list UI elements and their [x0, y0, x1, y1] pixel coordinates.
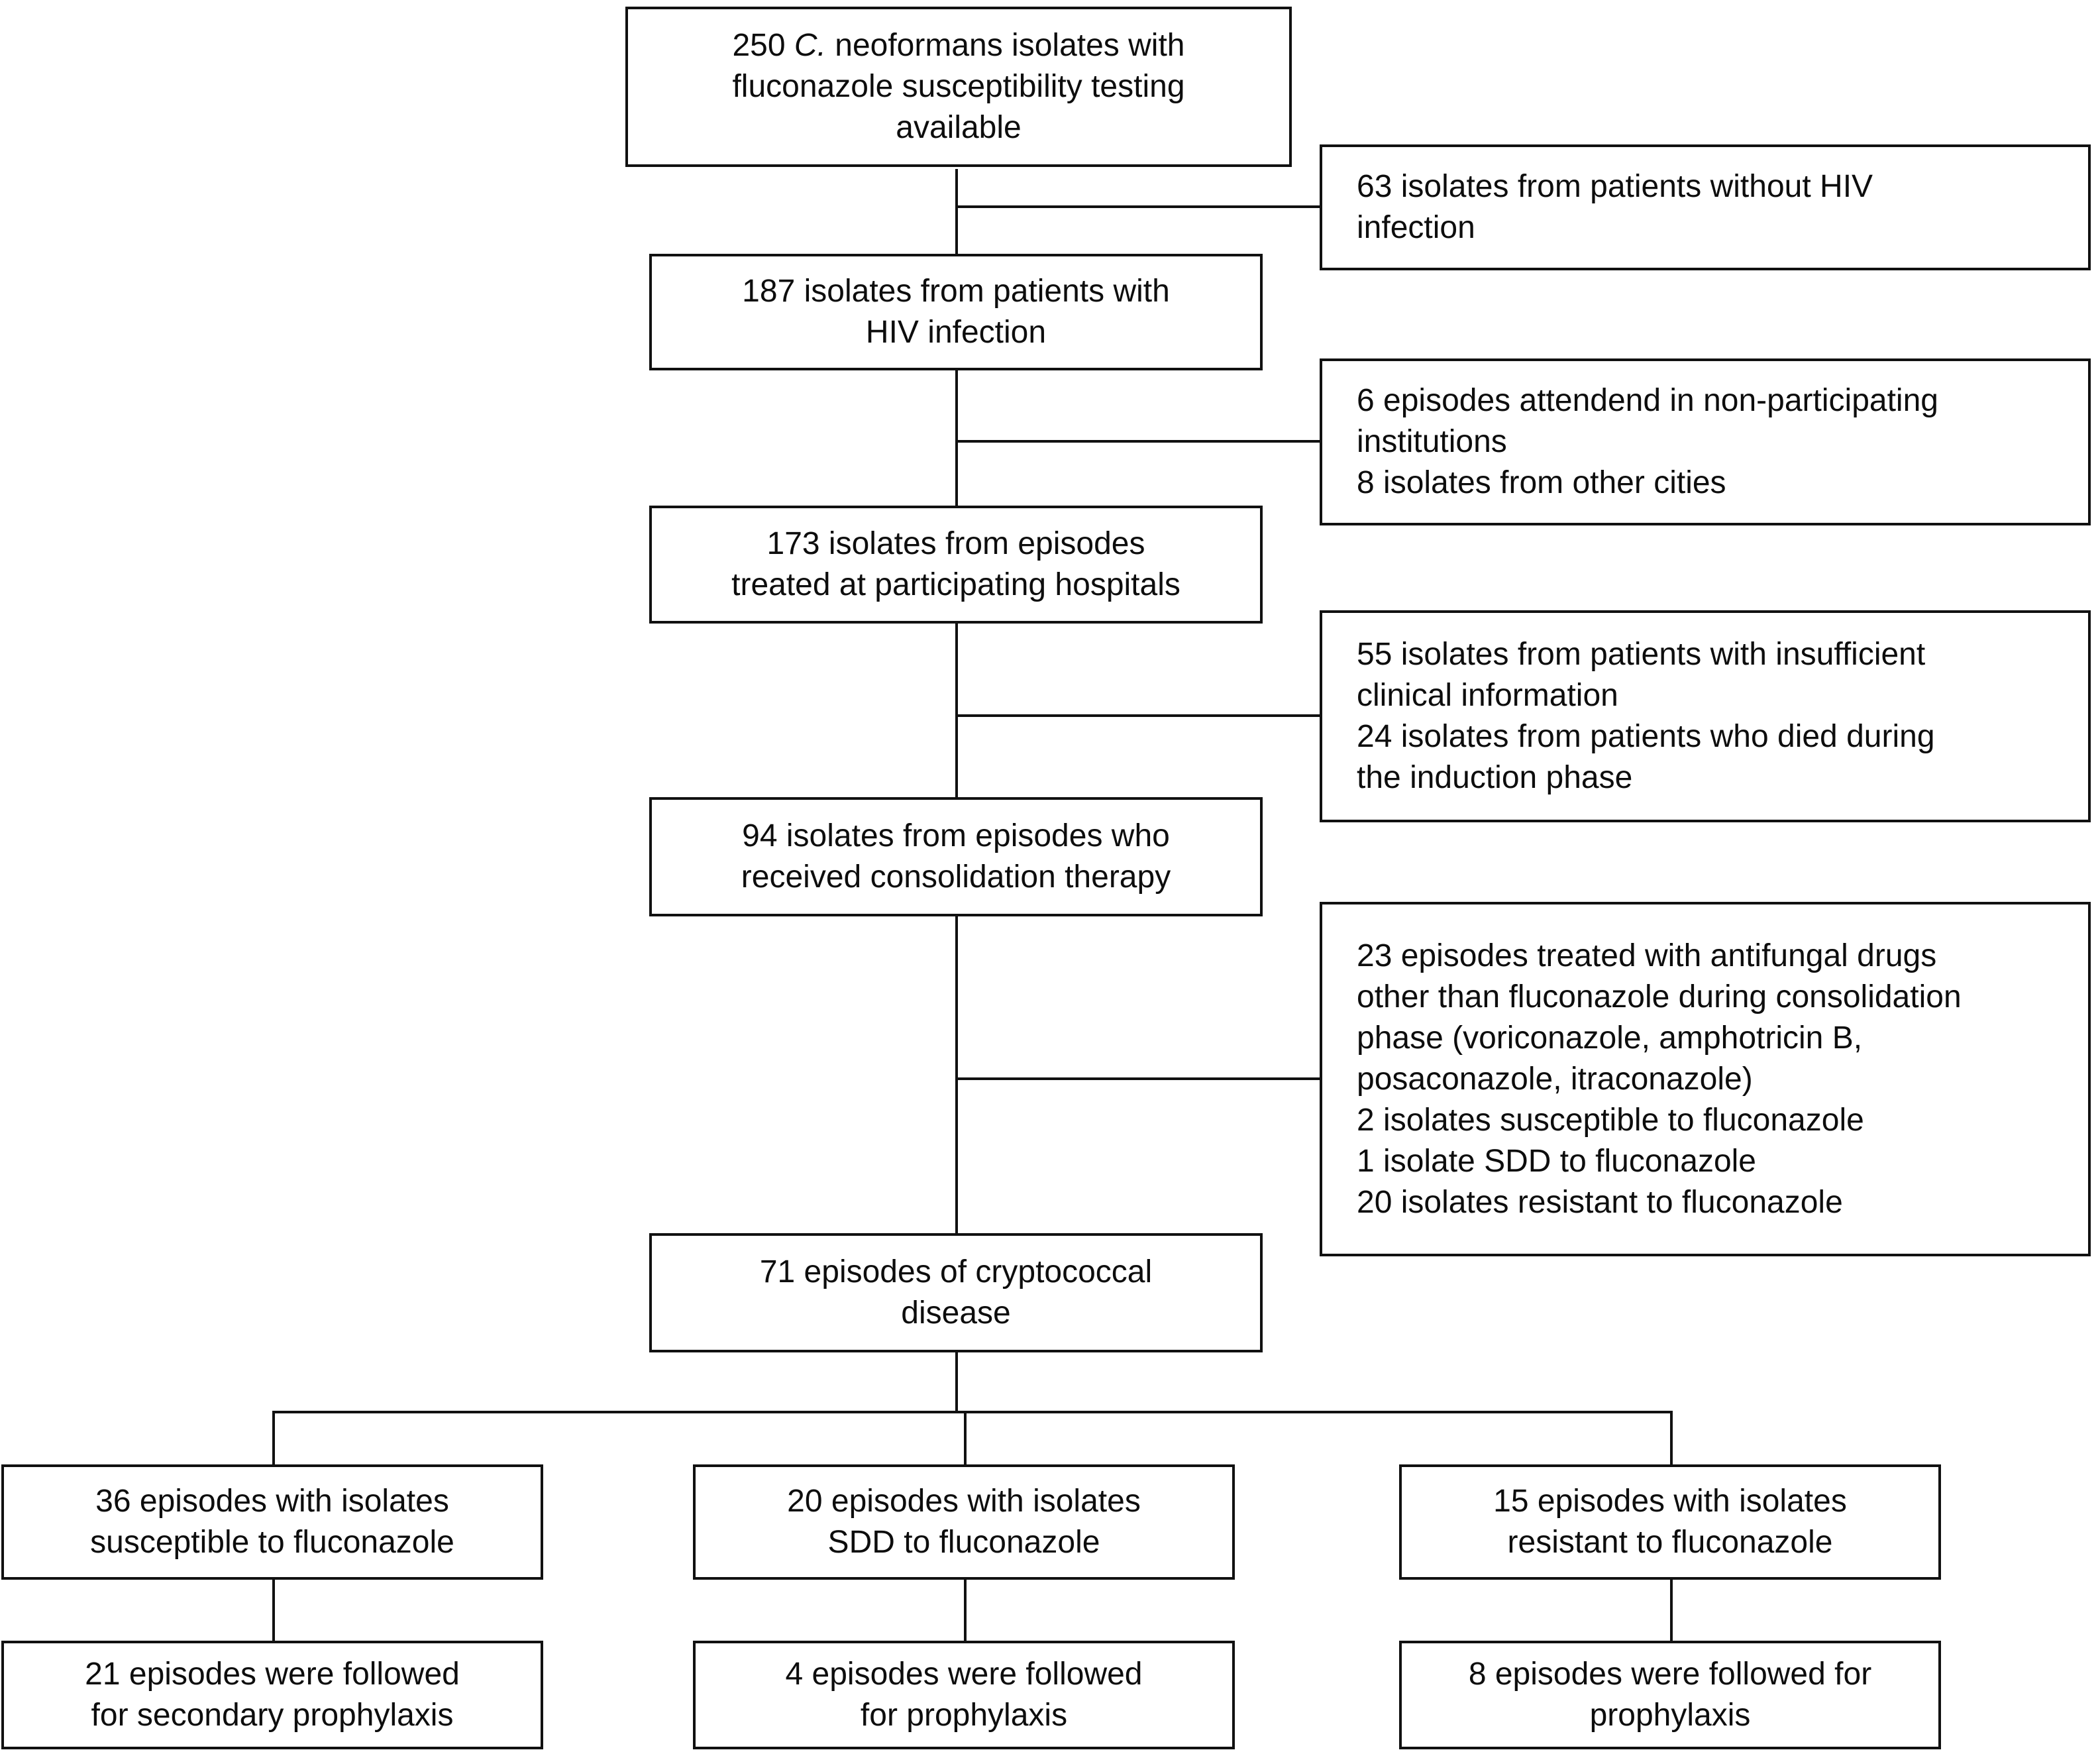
box-250-isolates-text: 250 C. neoformans isolates with fluconaz… — [628, 25, 1289, 148]
connector-link-middle — [964, 1578, 967, 1642]
connector-main-axis — [955, 169, 958, 1413]
box-8-prophylaxis: 8 episodes were followed for prophylaxis — [1399, 1641, 1941, 1749]
box-excl-6-8-non-participating: 6 episodes attendend in non-participatin… — [1320, 358, 2091, 525]
box-250-rest-lines: fluconazole susceptibility testing avail… — [732, 69, 1185, 145]
box-250-line-1: 250 C. neoformans isolates with — [628, 25, 1289, 66]
connector-tee-non-participating — [957, 440, 1321, 443]
box-15-text: 15 episodes with isolates resistant to f… — [1493, 1484, 1847, 1560]
box-94-text: 94 isolates from episodes who received c… — [741, 818, 1171, 895]
box-250-isolates: 250 C. neoformans isolates with fluconaz… — [625, 7, 1292, 167]
box-4-prophylaxis: 4 episodes were followed for prophylaxis — [693, 1641, 1235, 1749]
box-excl-63-text: 63 isolates from patients without HIV in… — [1357, 169, 1873, 245]
connector-link-left — [272, 1578, 275, 1642]
box-8-text: 8 episodes were followed for prophylaxis — [1468, 1657, 1872, 1733]
box-15-resistant: 15 episodes with isolates resistant to f… — [1399, 1464, 1941, 1580]
box-71-cryptococcal-episodes: 71 episodes of cryptococcal disease — [649, 1233, 1263, 1352]
box-250-species: C. — [794, 28, 826, 63]
box-94-consolidation-therapy: 94 isolates from episodes who received c… — [649, 797, 1263, 916]
connector-link-right — [1670, 1578, 1673, 1642]
connector-tee-insufficient-info — [957, 714, 1321, 717]
box-excl-6-8-text: 6 episodes attendend in non-participatin… — [1357, 383, 1938, 500]
connector-tee-other-antifungals — [957, 1077, 1321, 1080]
box-21-secondary-prophylaxis: 21 episodes were followed for secondary … — [1, 1641, 543, 1749]
box-4-text: 4 episodes were followed for prophylaxis — [785, 1657, 1143, 1733]
box-187-hiv-infection: 187 isolates from patients with HIV infe… — [649, 254, 1263, 370]
box-250-prefix: 250 — [732, 28, 794, 63]
box-173-text: 173 isolates from episodes treated at pa… — [731, 526, 1181, 602]
connector-drop-left — [272, 1411, 275, 1467]
box-21-text: 21 episodes were followed for secondary … — [85, 1657, 460, 1733]
connector-drop-middle — [964, 1411, 967, 1467]
box-excl-55-24-insufficient-info: 55 isolates from patients with insuffici… — [1320, 610, 2091, 822]
box-excl-23-other-antifungals: 23 episodes treated with antifungal drug… — [1320, 902, 2091, 1256]
box-excl-55-24-text: 55 isolates from patients with insuffici… — [1357, 637, 1935, 795]
box-20-text: 20 episodes with isolates SDD to flucona… — [787, 1484, 1141, 1560]
box-187-text: 187 isolates from patients with HIV infe… — [742, 274, 1170, 350]
box-36-text: 36 episodes with isolates susceptible to… — [90, 1484, 454, 1560]
box-excl-63-without-hiv: 63 isolates from patients without HIV in… — [1320, 144, 2091, 270]
connector-tee-without-hiv — [957, 205, 1321, 208]
box-250-suffix: neoformans isolates with — [825, 28, 1185, 63]
box-36-susceptible: 36 episodes with isolates susceptible to… — [1, 1464, 543, 1580]
connector-branch-horizontal — [272, 1411, 1673, 1413]
connector-drop-right — [1670, 1411, 1673, 1467]
box-excl-23-text: 23 episodes treated with antifungal drug… — [1357, 938, 1962, 1220]
box-71-text: 71 episodes of cryptococcal disease — [759, 1254, 1153, 1331]
box-173-participating-hospitals: 173 isolates from episodes treated at pa… — [649, 506, 1263, 624]
box-20-sdd: 20 episodes with isolates SDD to flucona… — [693, 1464, 1235, 1580]
